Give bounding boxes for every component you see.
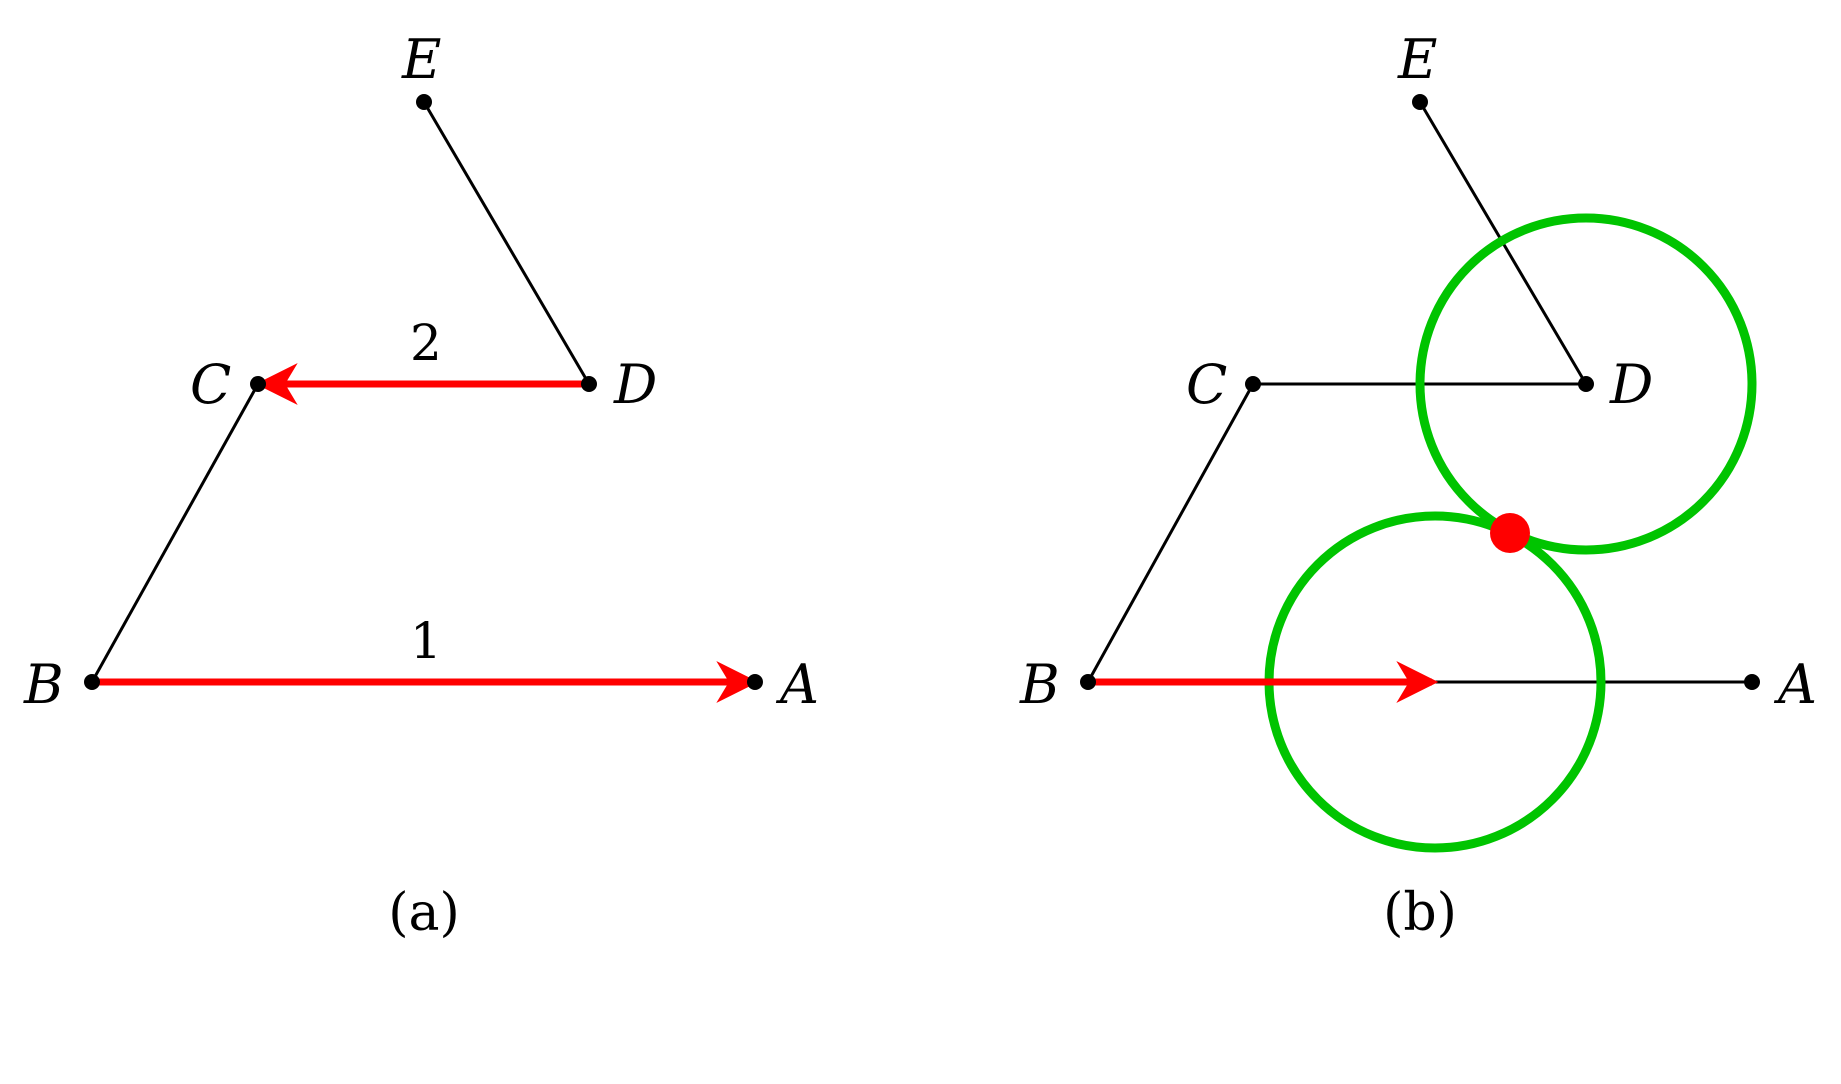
label-a: A <box>1773 653 1817 716</box>
point-c <box>250 376 266 392</box>
point-e <box>1412 94 1428 110</box>
label-e: E <box>401 28 441 91</box>
segment-b-c <box>90 383 260 683</box>
label-a: A <box>775 653 819 716</box>
arrow-label-2: 2 <box>410 314 442 372</box>
label-c: C <box>1186 353 1227 416</box>
point-d <box>1578 376 1594 392</box>
point-b <box>84 674 100 690</box>
label-b: B <box>1019 653 1060 716</box>
label-b: B <box>23 653 64 716</box>
point-e <box>416 94 432 110</box>
panel-b: A B C D E (b) <box>1019 28 1817 943</box>
point-d <box>581 376 597 392</box>
caption-a: (a) <box>388 883 460 943</box>
point-b <box>1080 674 1096 690</box>
label-d: D <box>613 353 657 416</box>
label-d: D <box>1609 353 1653 416</box>
label-c: C <box>190 353 231 416</box>
segment-e-d <box>422 101 591 385</box>
arrow-label-1: 1 <box>410 612 442 670</box>
caption-b: (b) <box>1383 883 1457 943</box>
panel-a: A B C D E 1 2 (a) <box>23 28 819 943</box>
circle-around-d <box>1415 213 1757 555</box>
segment-b-c <box>1086 383 1255 683</box>
point-c <box>1245 376 1261 392</box>
intersection-point <box>1490 513 1530 553</box>
point-a <box>1744 674 1760 690</box>
point-a <box>747 674 763 690</box>
label-e: E <box>1397 28 1437 91</box>
